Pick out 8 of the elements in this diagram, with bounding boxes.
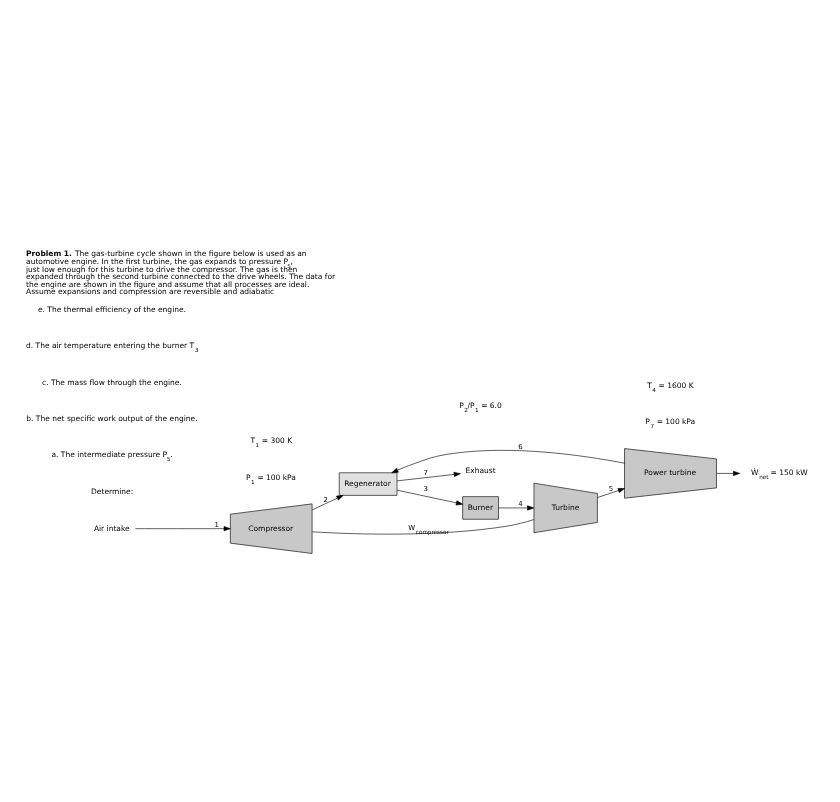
arrow	[498, 505, 535, 511]
arrow	[597, 488, 625, 498]
arrow	[391, 450, 625, 474]
arrow	[396, 489, 463, 506]
arrow	[716, 470, 740, 476]
arrow	[311, 495, 344, 511]
arrow	[396, 471, 461, 482]
arrow	[135, 526, 231, 532]
